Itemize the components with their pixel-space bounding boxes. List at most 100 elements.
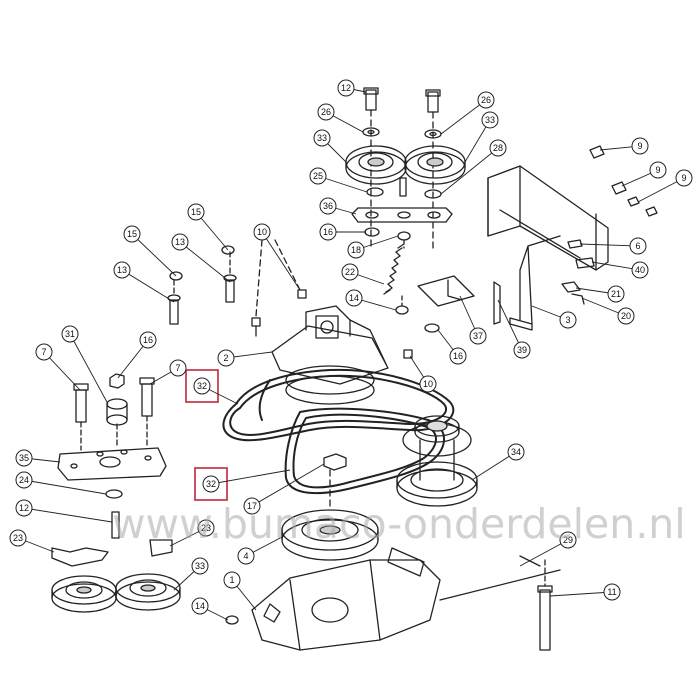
callout-9: 9	[621, 161, 667, 187]
bottom-gear-mechanism	[225, 547, 561, 651]
callout-33: 33	[313, 129, 347, 163]
callout-12: 12	[337, 79, 367, 97]
center-lower-pulley	[281, 453, 379, 561]
callout-33: 33	[173, 557, 209, 591]
callout-number: 7	[175, 363, 180, 373]
callout-number: 36	[323, 201, 333, 211]
callout-26: 26	[440, 91, 495, 135]
callout-number: 23	[13, 533, 23, 543]
callout-number: 14	[349, 293, 359, 303]
callout-number: 4	[243, 551, 248, 561]
callout-29: 29	[519, 531, 577, 567]
callout-number: 31	[65, 329, 75, 339]
callout-16: 16	[319, 223, 366, 241]
callout-number: 29	[563, 535, 573, 545]
callout-number: 15	[127, 229, 137, 239]
callout-number: 32	[206, 479, 216, 489]
callout-number: 3	[565, 315, 570, 325]
callout-number: 24	[19, 475, 29, 485]
callout-33: 33	[464, 111, 499, 163]
callout-15: 15	[187, 203, 229, 251]
callout-11: 11	[549, 583, 621, 601]
callout-26: 26	[317, 103, 364, 133]
callout-3: 3	[531, 305, 577, 329]
callout-number: 13	[175, 237, 185, 247]
callout-number: 37	[473, 331, 483, 341]
callout-39: 39	[497, 299, 531, 359]
callout-14: 14	[191, 597, 229, 621]
callout-18: 18	[347, 235, 399, 259]
callout-16: 16	[117, 331, 157, 379]
callout-10: 10	[409, 355, 437, 393]
callout-28: 28	[440, 139, 507, 195]
callout-number: 9	[681, 173, 686, 183]
belt-highlight-boxes	[185, 369, 228, 501]
callout-number: 21	[611, 289, 621, 299]
callout-15: 15	[123, 225, 177, 277]
callout-40: 40	[591, 261, 649, 279]
callout-number: 39	[517, 345, 527, 355]
callout-23: 23	[169, 519, 215, 547]
callout-7: 7	[149, 359, 187, 385]
callout-14: 14	[345, 289, 397, 311]
callout-number: 14	[195, 601, 205, 611]
callout-number: 2	[223, 353, 228, 363]
callout-31: 31	[61, 325, 109, 405]
callout-number: 22	[345, 267, 355, 277]
callout-13: 13	[171, 233, 231, 283]
callout-7: 7	[35, 343, 81, 391]
upper-idler-assembly	[345, 87, 466, 315]
callout-37: 37	[459, 295, 487, 345]
callout-20: 20	[581, 297, 635, 325]
callout-number: 34	[511, 447, 521, 457]
callout-number: 26	[321, 107, 331, 117]
callout-21: 21	[575, 285, 625, 303]
callout-number: 25	[313, 171, 323, 181]
callout-number: 15	[191, 207, 201, 217]
callout-10: 10	[253, 223, 301, 291]
callout-number: 40	[635, 265, 645, 275]
callout-number: 10	[423, 379, 433, 389]
callout-number: 23	[201, 523, 211, 533]
callout-number: 16	[453, 351, 463, 361]
callout-number: 20	[621, 311, 631, 321]
callout-9: 9	[599, 137, 649, 155]
callout-6: 6	[579, 237, 647, 255]
callout-number: 13	[117, 265, 127, 275]
callout-23: 23	[9, 529, 55, 553]
callout-number: 10	[257, 227, 267, 237]
callout-number: 11	[607, 587, 616, 597]
callout-number: 16	[143, 335, 153, 345]
callout-9: 9	[637, 169, 693, 203]
callout-number: 9	[637, 141, 642, 151]
frame-bracket	[417, 145, 658, 333]
callout-number: 1	[229, 575, 234, 585]
callout-12: 12	[15, 499, 113, 523]
callout-number: 32	[197, 381, 207, 391]
callout-22: 22	[341, 263, 385, 285]
callout-number: 33	[485, 115, 495, 125]
callout-number: 12	[341, 83, 351, 93]
callout-number: 33	[317, 133, 327, 143]
callout-number: 35	[19, 453, 29, 463]
callout-17: 17	[243, 463, 325, 515]
callout-4: 4	[237, 535, 285, 565]
callout-34: 34	[471, 443, 525, 481]
callout-32: 32	[202, 469, 291, 493]
left-plate-assembly	[51, 373, 181, 613]
callout-number: 6	[635, 241, 640, 251]
tension-pulley	[396, 415, 478, 507]
callout-35: 35	[15, 449, 61, 467]
callout-32: 32	[193, 377, 239, 405]
callout-36: 36	[319, 197, 357, 215]
callout-number: 17	[247, 501, 257, 511]
callout-number: 33	[195, 561, 205, 571]
callout-number: 7	[41, 347, 46, 357]
callout-25: 25	[309, 167, 368, 193]
callout-number: 18	[351, 245, 361, 255]
callout-number: 28	[493, 143, 503, 153]
callout-1: 1	[223, 571, 257, 611]
callout-number: 16	[323, 227, 333, 237]
